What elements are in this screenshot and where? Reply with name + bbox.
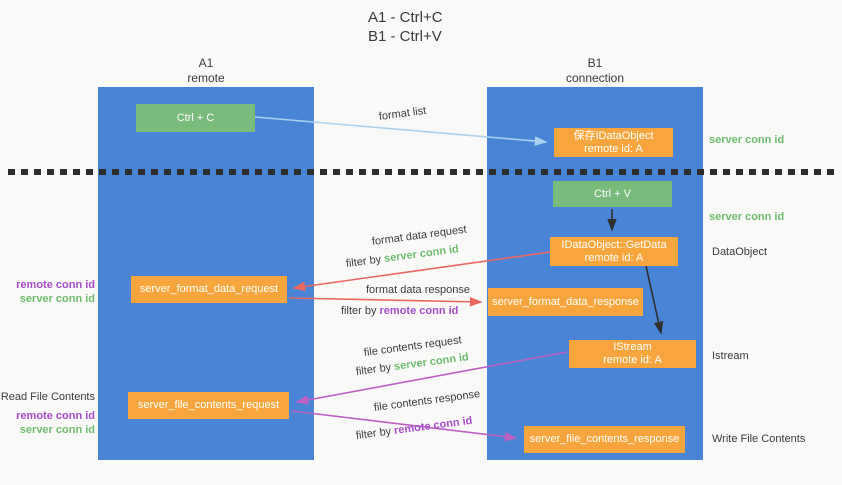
node-ctrl-c: Ctrl + C: [136, 104, 255, 132]
label-istream: Istream: [712, 350, 749, 362]
node-idataobject-getdata: IDataObject::GetData remote id: A: [550, 237, 678, 266]
edge-label-format-list: format list: [378, 104, 427, 123]
lane-a1-name: A1: [198, 56, 214, 70]
node-server-format-data-request-label: server_format_data_request: [139, 283, 279, 295]
node-server-file-contents-request: server_file_contents_request: [128, 392, 289, 419]
label-conn-ids-format: remote conn id server conn id: [0, 278, 95, 306]
arrow-format-data-response: [288, 296, 483, 307]
node-istream-line1: IStream: [613, 341, 652, 353]
label-server-conn-id-file: server conn id: [19, 424, 95, 436]
node-istream: IStream remote id: A: [569, 340, 696, 368]
diagram-title: A1 - Ctrl+C B1 - Ctrl+V: [368, 8, 443, 46]
lane-b1-role: connection: [565, 71, 625, 85]
lane-header-b1: B1 connection: [487, 56, 703, 86]
edge-label-format-data-response: format data response: [366, 284, 470, 296]
title-line-1: A1 - Ctrl+C: [368, 9, 443, 26]
label-conn-ids-file: remote conn id server conn id: [0, 409, 95, 437]
node-server-format-data-response: server_format_data_response: [488, 288, 643, 316]
node-server-file-contents-response: server_file_contents_response: [524, 426, 685, 453]
dotted-divider: [8, 169, 835, 175]
node-istream-line2: remote id: A: [603, 354, 662, 366]
edge-label-file-contents-response: file contents response: [373, 388, 481, 414]
filter-by-text: filter by: [345, 253, 382, 270]
node-server-file-contents-response-label: server_file_contents_response: [529, 433, 680, 445]
node-ctrl-v: Ctrl + V: [553, 181, 672, 207]
node-save-idataobject-line2: remote id: A: [584, 142, 643, 155]
label-write-file-contents: Write File Contents: [712, 433, 806, 445]
edge-label-filter-file-response: filter by remote conn id: [355, 415, 473, 443]
node-ctrl-c-label: Ctrl + C: [176, 111, 215, 124]
label-dataobject: DataObject: [712, 246, 768, 258]
label-server-conn-id-top-right: server conn id: [709, 134, 785, 146]
remote-conn-id-text: remote conn id: [393, 414, 474, 437]
title-line-2: B1 - Ctrl+V: [368, 28, 442, 45]
lane-a1-role: remote: [187, 71, 225, 85]
filter-by-text: filter by: [355, 361, 392, 378]
filter-by-text: filter by: [355, 425, 392, 442]
label-remote-conn-id-file: remote conn id: [16, 410, 95, 422]
node-server-file-contents-request-label: server_file_contents_request: [137, 399, 280, 411]
edge-label-filter-format-request: filter by server conn id: [345, 243, 459, 271]
node-server-format-data-request: server_format_data_request: [131, 276, 287, 303]
node-save-idataobject: 保存IDataObject remote id: A: [554, 128, 673, 157]
lane-header-a1: A1 remote: [98, 56, 314, 86]
node-server-format-data-response-label: server_format_data_response: [492, 295, 639, 308]
node-ctrl-v-label: Ctrl + V: [594, 187, 631, 200]
edge-label-filter-format-response: filter by remote conn id: [341, 305, 458, 318]
label-read-file-contents: Read File Contents: [0, 391, 95, 403]
node-save-idataobject-line1: 保存IDataObject: [573, 129, 654, 142]
remote-conn-id-text: remote conn id: [379, 305, 459, 317]
filter-by-text: filter by: [341, 305, 377, 317]
label-server-conn-id-format: server conn id: [19, 293, 95, 305]
lane-b1-name: B1: [587, 56, 603, 70]
label-remote-conn-id-format: remote conn id: [16, 279, 95, 291]
node-idataobject-getdata-line1: IDataObject::GetData: [561, 238, 667, 251]
server-conn-id-text: server conn id: [383, 243, 460, 265]
label-server-conn-id-mid-right: server conn id: [709, 211, 785, 223]
node-idataobject-getdata-line2: remote id: A: [584, 251, 644, 264]
